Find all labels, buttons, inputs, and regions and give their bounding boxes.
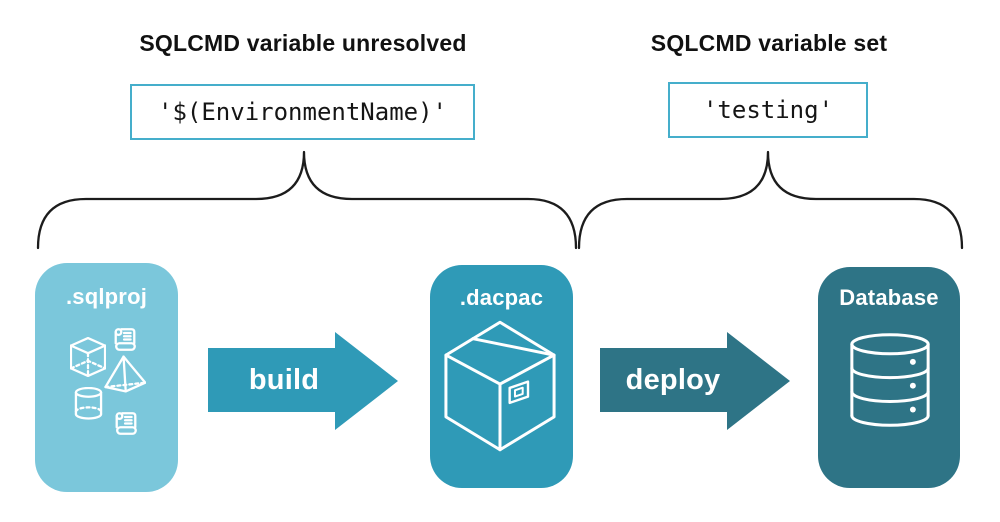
cylinder-icon [74, 387, 103, 420]
deploy-arrow-label: deploy [625, 364, 721, 396]
unresolved-variable-value: '$(EnvironmentName)' [158, 98, 447, 126]
unresolved-variable-box: '$(EnvironmentName)' [130, 84, 475, 140]
database-card: Database [818, 267, 960, 488]
right-brace [577, 150, 964, 250]
database-icon [849, 332, 931, 428]
pyramid-icon [104, 354, 146, 394]
dacpac-card: .dacpac [430, 265, 573, 488]
dacpac-card-label: .dacpac [459, 285, 544, 310]
left-brace [36, 150, 578, 250]
sqlproj-card-label: .sqlproj [65, 284, 148, 309]
build-arrow [208, 332, 398, 430]
sql-script-icon [112, 325, 138, 354]
sql-script-icon [113, 409, 139, 438]
set-variable-value: 'testing' [702, 96, 834, 124]
brace-group [36, 150, 964, 250]
database-card-label: Database [839, 285, 939, 310]
set-variable-box: 'testing' [668, 82, 868, 138]
deploy-arrow [600, 332, 790, 430]
cube-icon [70, 337, 106, 377]
sqlproj-card: .sqlproj [35, 263, 178, 492]
right-heading: SQLCMD variable set [650, 30, 888, 56]
build-arrow-label: build [248, 364, 320, 396]
package-icon [444, 320, 556, 452]
left-heading: SQLCMD variable unresolved [139, 30, 467, 56]
